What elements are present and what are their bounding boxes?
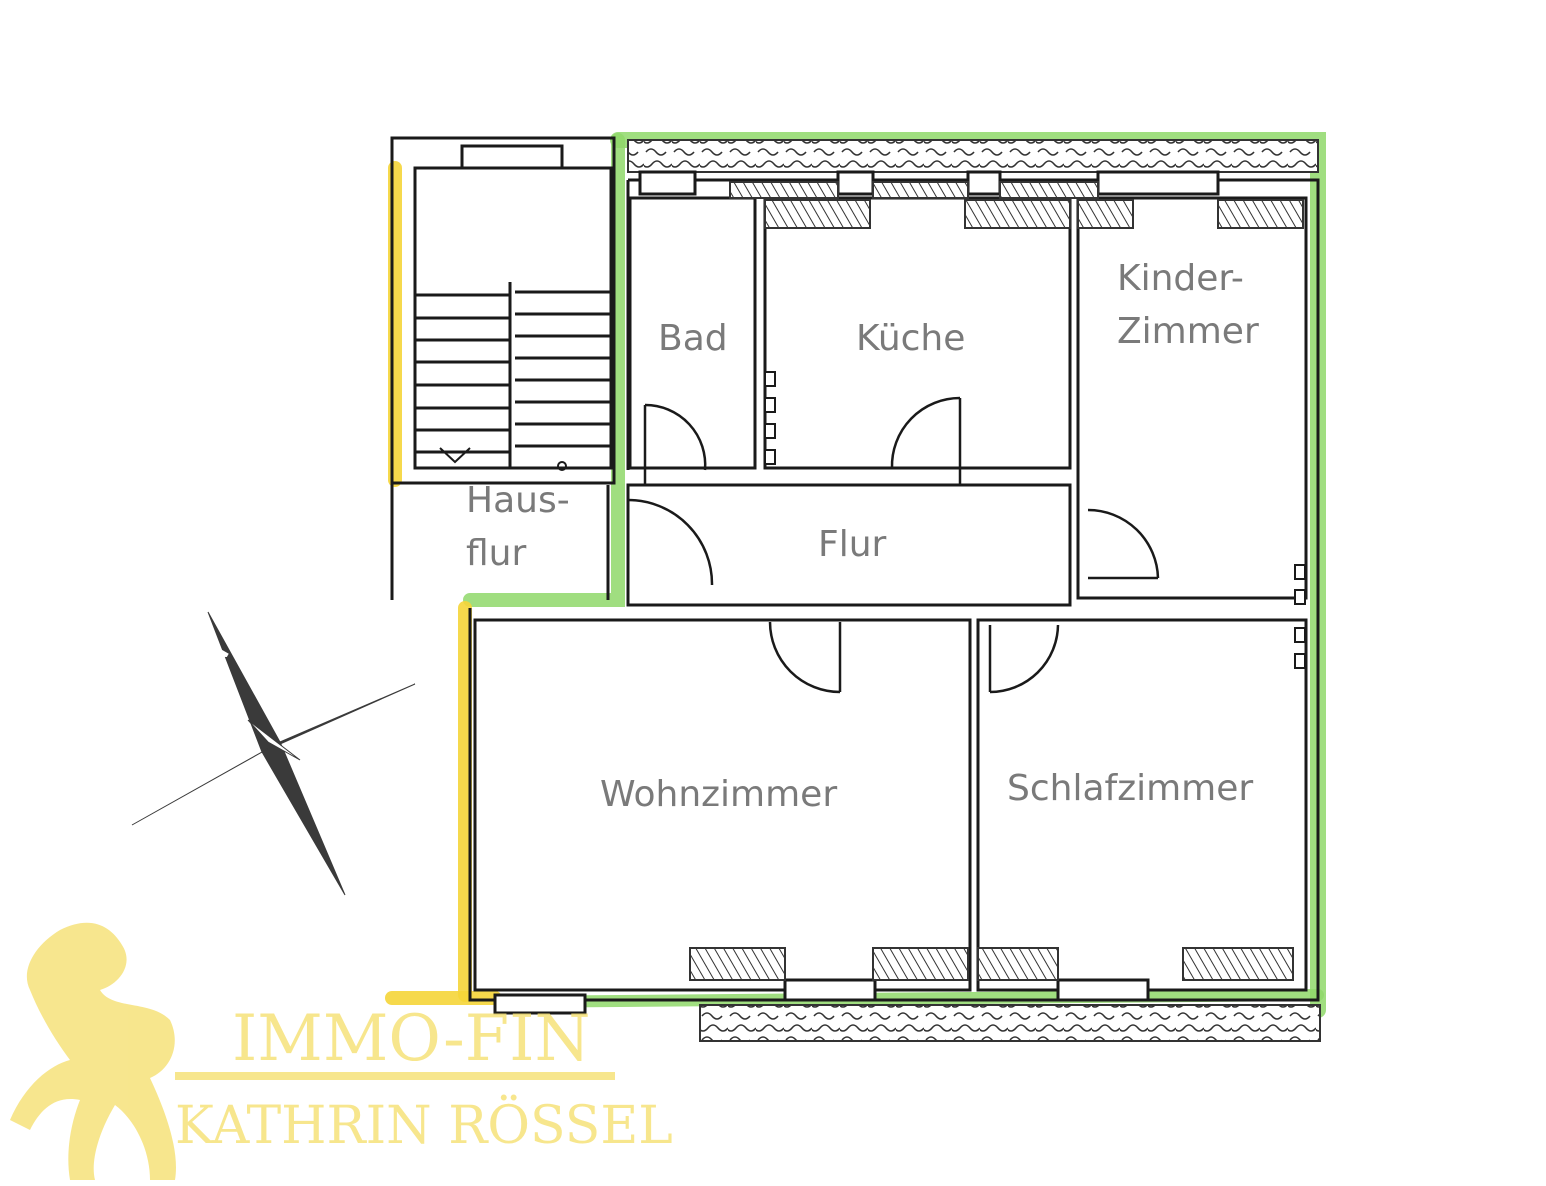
- label-kueche: Küche: [856, 318, 965, 359]
- label-bad: Bad: [658, 318, 728, 359]
- label-wohnzimmer: Wohnzimmer: [600, 774, 837, 815]
- label-kinderzimmer-line2: Zimmer: [1117, 311, 1259, 352]
- hatched-wall-segments: [689, 181, 1304, 981]
- compass-rose-icon: N: [131, 611, 416, 896]
- top-terrace-strip: [627, 139, 1319, 173]
- label-kinderzimmer-line1: Kinder-: [1117, 258, 1244, 299]
- label-schlafzimmer: Schlafzimmer: [1007, 768, 1253, 809]
- logo-divider: [175, 1072, 615, 1080]
- doors: [626, 396, 1160, 694]
- label-hausflur-line1: Haus-: [466, 480, 570, 521]
- bottom-terrace-strip: [699, 1004, 1321, 1042]
- staircase: [415, 282, 611, 471]
- vent-blocks: [764, 371, 1306, 669]
- logo-line1: IMMO-FIN: [232, 1002, 590, 1076]
- immo-fin-logo: IMMO-FIN KATHRIN RÖSSEL: [10, 922, 673, 1180]
- label-flur: Flur: [818, 524, 887, 565]
- logo-line2: KATHRIN RÖSSEL: [175, 1095, 673, 1156]
- horse-logo-icon: [10, 922, 176, 1180]
- label-hausflur-line2: flur: [466, 533, 526, 574]
- walls: [390, 136, 1320, 1015]
